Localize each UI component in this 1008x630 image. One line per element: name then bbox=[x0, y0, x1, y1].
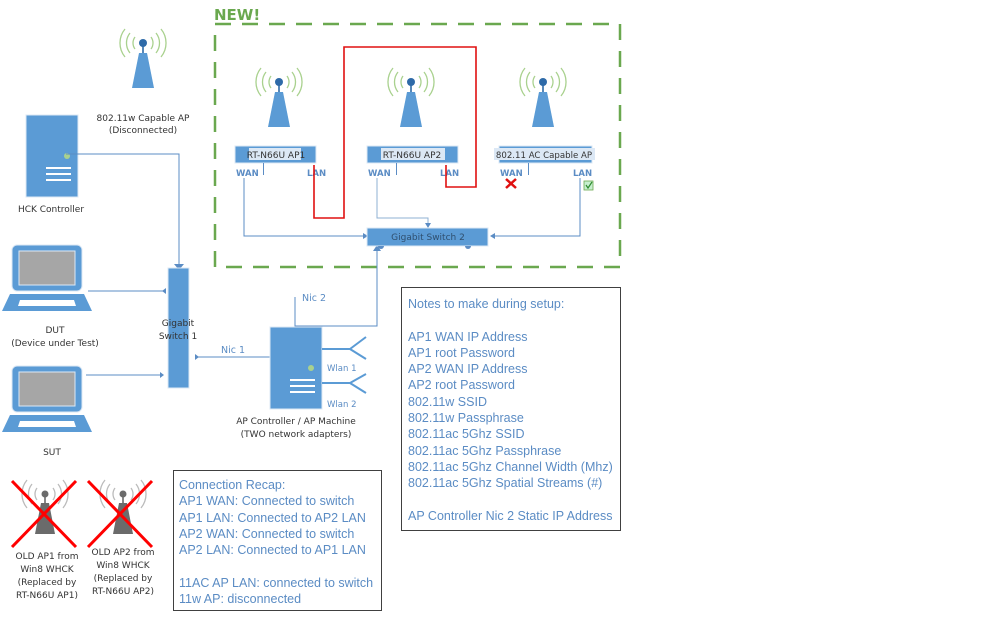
server-icon bbox=[269, 326, 323, 410]
connected-check-icon bbox=[583, 180, 594, 191]
old-ap2-line3: (Replaced by bbox=[94, 574, 153, 584]
rt-n66u-ap2: RT-N66U AP2 WAN LAN bbox=[366, 68, 459, 179]
antenna-icon bbox=[348, 336, 367, 360]
recap-title: Connection Recap: bbox=[179, 478, 286, 492]
sut-label: SUT bbox=[43, 448, 61, 458]
crossed-out-icon bbox=[86, 479, 154, 549]
old-ap1-line2: Win8 WHCK bbox=[20, 565, 74, 575]
old-ap2-line2: Win8 WHCK bbox=[96, 561, 150, 571]
connection-recap-box: Connection Recap: AP1 WAN: Connected to … bbox=[173, 470, 382, 611]
ap-11w: 802.11w Capable AP (Disconnected) bbox=[97, 29, 191, 136]
notes-line: 802.11w Passphrase bbox=[408, 411, 524, 426]
old-ap1: OLD AP1 from Win8 WHCK (Replaced by RT-N… bbox=[10, 479, 79, 601]
antenna-icon bbox=[348, 373, 367, 394]
crossover-link bbox=[313, 46, 477, 219]
disconnected-x-icon bbox=[505, 178, 517, 189]
server-icon bbox=[25, 114, 79, 198]
notes-line: AP Controller Nic 2 Static IP Address bbox=[408, 508, 613, 523]
dut: DUT (Device under Test) bbox=[1, 244, 99, 349]
ap1-wan-port: WAN bbox=[236, 169, 259, 179]
laptop-icon bbox=[1, 365, 93, 433]
notes-line bbox=[408, 492, 620, 508]
recap-line: AP1 LAN: Connected to AP2 LAN bbox=[179, 510, 366, 525]
notes-line bbox=[408, 312, 620, 328]
recap-line: 11AC AP LAN: connected to switch bbox=[179, 575, 374, 590]
notes-line: AP1 root Password bbox=[408, 345, 515, 360]
recap-line: AP1 WAN: Connected to switch bbox=[179, 494, 355, 509]
old-ap2-line4: RT-N66U AP2) bbox=[92, 587, 154, 597]
wlan2-label: Wlan 2 bbox=[327, 400, 356, 410]
ap1-label: RT-N66U AP1 bbox=[247, 151, 305, 161]
ap-ac-lan-port: LAN bbox=[573, 169, 592, 179]
switch1-label-line2: Switch 1 bbox=[159, 332, 197, 342]
rt-n66u-ap1: RT-N66U AP1 WAN LAN bbox=[234, 68, 326, 179]
dut-description: (Device under Test) bbox=[11, 339, 99, 349]
ap2-wan-port: WAN bbox=[368, 169, 391, 179]
ap-controller-label: AP Controller / AP Machine bbox=[236, 417, 356, 427]
wifi-tower-icon bbox=[388, 68, 434, 127]
new-section-border bbox=[213, 22, 622, 269]
sut: SUT bbox=[1, 365, 93, 458]
notes-line: AP2 WAN IP Address bbox=[408, 362, 528, 377]
old-ap2: OLD AP2 from Win8 WHCK (Replaced by RT-N… bbox=[86, 479, 155, 597]
ap-11w-status: (Disconnected) bbox=[109, 126, 177, 136]
crossed-out-icon bbox=[10, 479, 78, 549]
notes-line: 802.11w SSID bbox=[408, 394, 487, 409]
ap-80211ac: 802.11 AC Capable AP WAN LAN bbox=[494, 68, 595, 191]
nic1-label: Nic 1 bbox=[221, 345, 245, 356]
notes-title: Notes to make during setup: bbox=[408, 297, 565, 311]
switch2-label: Gigabit Switch 2 bbox=[391, 233, 465, 243]
wifi-tower-icon bbox=[120, 29, 166, 88]
gigabit-switch-2: Gigabit Switch 2 bbox=[366, 227, 489, 249]
wlan1-label: Wlan 1 bbox=[327, 364, 356, 374]
old-ap2-line1: OLD AP2 from bbox=[91, 548, 154, 558]
hck-controller: HCK Controller bbox=[18, 114, 84, 215]
old-ap1-line3: (Replaced by bbox=[18, 578, 77, 588]
notes-line: AP1 WAN IP Address bbox=[408, 329, 528, 344]
notes-line: AP2 root Password bbox=[408, 378, 515, 393]
wifi-tower-icon bbox=[520, 68, 566, 127]
setup-notes-box: Notes to make during setup: AP1 WAN IP A… bbox=[401, 287, 621, 531]
switch1-links bbox=[66, 153, 270, 378]
gigabit-switch-1: Gigabit Switch 1 bbox=[159, 267, 197, 389]
nic2-label: Nic 2 bbox=[302, 293, 326, 304]
ap-ac-label: 802.11 AC Capable AP bbox=[496, 151, 592, 161]
notes-line: 802.11ac 5Ghz Channel Width (Mhz) bbox=[408, 459, 613, 474]
notes-line: 802.11ac 5Ghz SSID bbox=[408, 427, 525, 442]
dut-label: DUT bbox=[45, 326, 65, 336]
old-ap1-line1: OLD AP1 from bbox=[15, 552, 78, 562]
new-section-label: NEW! bbox=[214, 6, 260, 24]
notes-line: 802.11ac 5Ghz Spatial Streams (#) bbox=[408, 476, 603, 491]
hck-controller-label: HCK Controller bbox=[18, 205, 84, 215]
recap-line: AP2 LAN: Connected to AP1 LAN bbox=[179, 543, 366, 558]
wifi-tower-icon bbox=[22, 480, 68, 534]
switch2-links bbox=[243, 178, 581, 239]
recap-line: AP2 WAN: Connected to switch bbox=[179, 526, 355, 541]
recap-line: 11w AP: disconnected bbox=[179, 592, 302, 607]
laptop-icon bbox=[1, 244, 93, 312]
ap2-lan-port: LAN bbox=[440, 169, 459, 179]
ap-controller: Nic 1 Nic 2 Wlan 1 Wlan 2 AP Controller … bbox=[221, 245, 381, 440]
switch1-label-line1: Gigabit bbox=[162, 319, 195, 329]
ap-11w-label: 802.11w Capable AP bbox=[97, 114, 191, 124]
ap2-label: RT-N66U AP2 bbox=[383, 151, 441, 161]
ap1-lan-port: LAN bbox=[307, 169, 326, 179]
recap-line bbox=[179, 558, 381, 574]
ap-controller-description: (TWO network adapters) bbox=[241, 430, 352, 440]
old-ap1-line4: RT-N66U AP1) bbox=[16, 591, 78, 601]
notes-line: 802.11ac 5Ghz Passphrase bbox=[408, 443, 562, 458]
ap-ac-wan-port: WAN bbox=[500, 169, 523, 179]
wifi-tower-icon bbox=[256, 68, 302, 127]
